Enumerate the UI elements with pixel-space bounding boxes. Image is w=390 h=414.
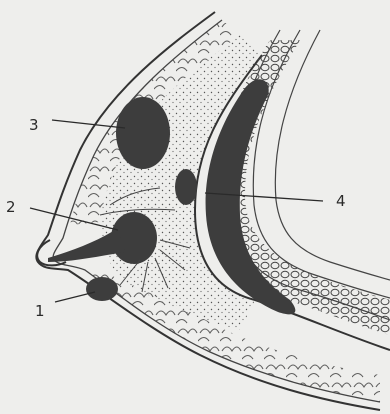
label-1: 1 (35, 302, 45, 320)
nodule-1 (86, 277, 118, 301)
label-3: 3 (29, 116, 39, 134)
label-4: 4 (336, 192, 346, 210)
leader-1 (55, 292, 95, 302)
label-2: 2 (6, 198, 16, 216)
chest-wall-line-3 (275, 30, 390, 280)
nodule-small (175, 169, 197, 205)
nodule-3-upper (116, 97, 170, 169)
